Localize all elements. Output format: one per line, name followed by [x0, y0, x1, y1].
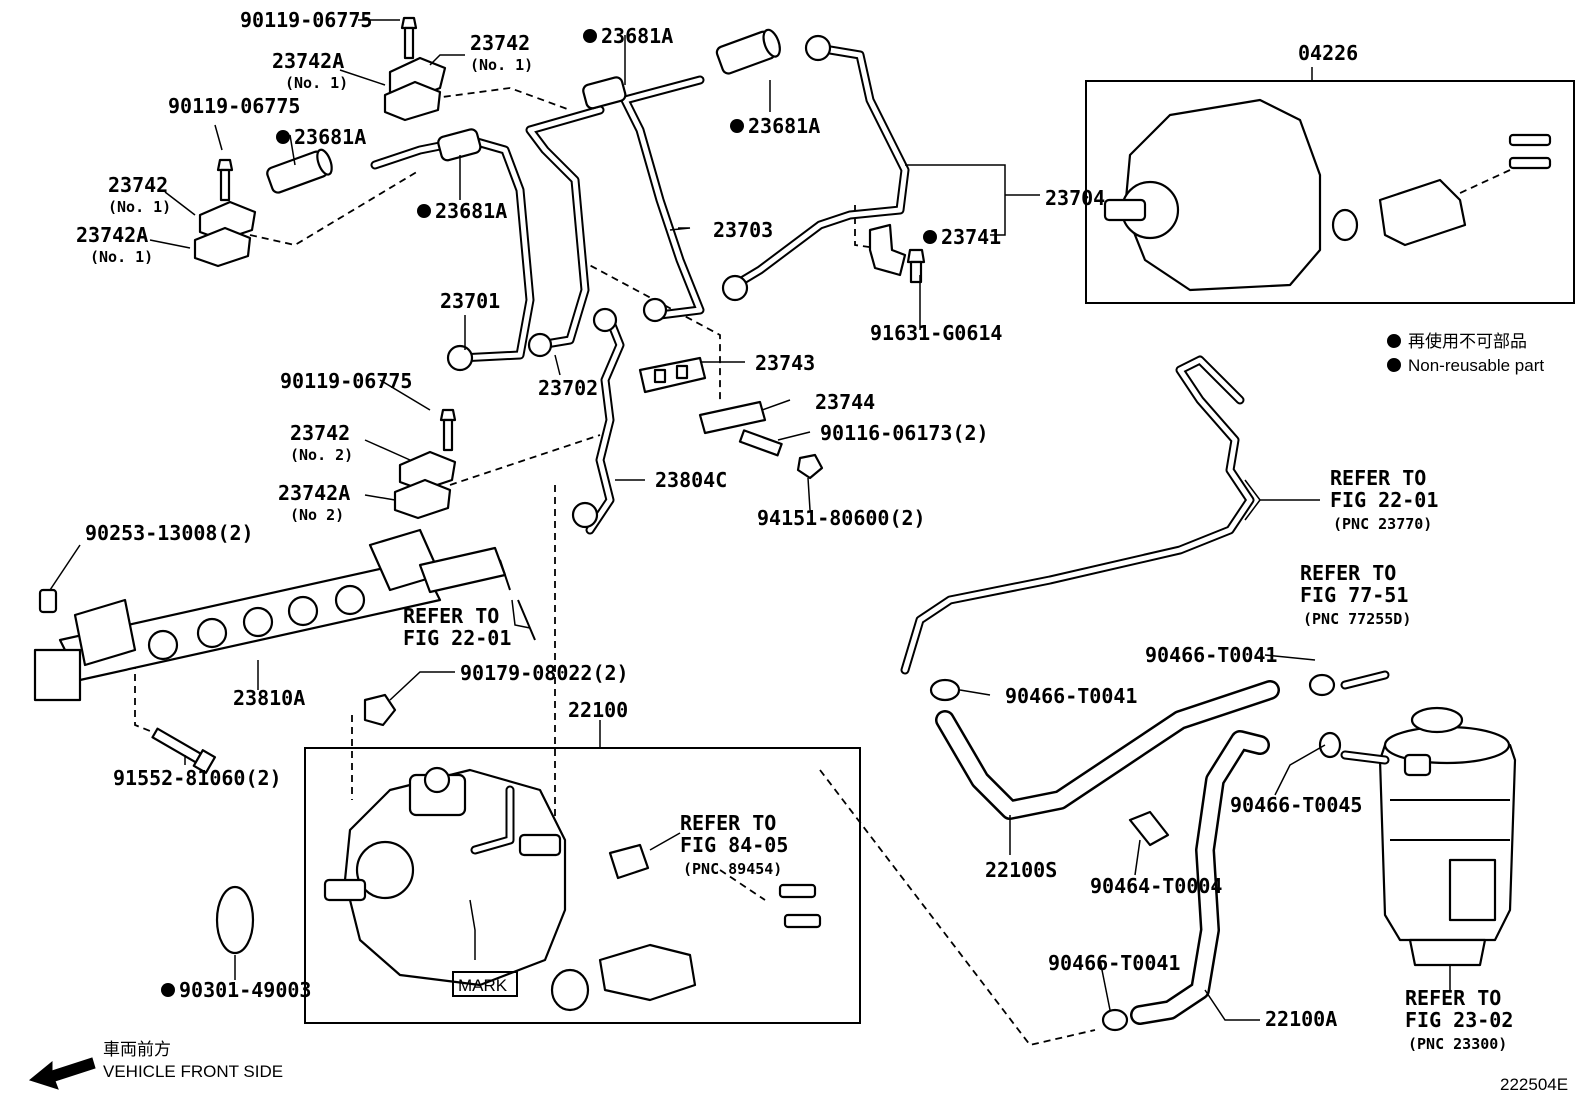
label-23744: 23744 [815, 390, 875, 414]
label-23742-b: 23742 [108, 173, 168, 197]
label-23743: 23743 [755, 351, 815, 375]
label-23741: 23741 [941, 225, 1001, 249]
ref-c-line1: REFER TO [1330, 466, 1426, 490]
ref-e-line1: REFER TO [1405, 986, 1501, 1010]
common-rail-23810A [33, 528, 536, 702]
label-04226: 04226 [1298, 41, 1358, 65]
supply-pump-detail [1103, 98, 1552, 292]
label-23703: 23703 [713, 218, 773, 242]
ref-d-line1: REFER TO [1300, 561, 1396, 585]
label-mark: MARK [458, 976, 508, 995]
pipe-clamps [193, 56, 457, 520]
label-23742-a: 23742 [470, 31, 530, 55]
bolts [38, 16, 926, 774]
vehicle-front-jp: 車両前方 [103, 1040, 171, 1059]
label-90179: 90179-08022(2) [460, 661, 629, 685]
label-23742A-a-sub: (No. 1) [285, 74, 348, 92]
label-90116: 90116-06173(2) [820, 421, 989, 445]
label-23681A-b: 23681A [294, 125, 366, 149]
label-23701: 23701 [440, 289, 500, 313]
label-23681A-a: 23681A [601, 24, 673, 48]
supply-pump-assembly-frame [304, 747, 861, 1024]
label-23810A: 23810A [233, 686, 305, 710]
label-23742A-c-sub: (No 2) [290, 506, 344, 524]
label-90464: 90464-T0004 [1090, 874, 1222, 898]
label-90301: 90301-49003 [179, 978, 311, 1002]
ref-b-line3: (PNC 89454) [683, 860, 782, 878]
label-22100A: 22100A [1265, 1007, 1337, 1031]
fuel-filter [1340, 706, 1517, 967]
label-23804C: 23804C [655, 468, 727, 492]
label-23702: 23702 [538, 376, 598, 400]
ref-e-line2: FIG 23-02 [1405, 1008, 1513, 1032]
legend-non-reusable-en: Non-reusable part [1408, 356, 1544, 375]
ref-c-line3: (PNC 23770) [1333, 515, 1432, 533]
supply-pump-detail-frame [1085, 80, 1575, 304]
label-23742A-b: 23742A [76, 223, 148, 247]
label-91552: 91552-81060(2) [113, 766, 282, 790]
label-23681A-d: 23681A [748, 114, 820, 138]
label-22100: 22100 [568, 698, 628, 722]
ref-d-line3: (PNC 77255D) [1303, 610, 1411, 628]
label-90466-d: 90466-T0041 [1048, 951, 1180, 975]
vehicle-front-arrow-icon [28, 1057, 96, 1090]
label-90119-b: 90119-06775 [168, 94, 300, 118]
label-23704: 23704 [1045, 186, 1105, 210]
vehicle-front-en: VEHICLE FRONT SIDE [103, 1062, 283, 1081]
pipe-blocks [638, 356, 767, 435]
bracket-23741 [868, 223, 907, 277]
ref-a-line2: FIG 22-01 [403, 626, 511, 650]
label-23742A-b-sub: (No. 1) [90, 248, 153, 266]
label-23742A-c: 23742A [278, 481, 350, 505]
label-90466-c: 90466-T0045 [1230, 793, 1362, 817]
o-ring-90301 [215, 885, 255, 955]
label-90466-a: 90466-T0041 [1005, 684, 1137, 708]
label-23742A-a: 23742A [272, 49, 344, 73]
label-94151: 94151-80600(2) [757, 506, 926, 530]
injection-pipes [370, 45, 910, 535]
label-23742-c-sub: (No. 2) [290, 446, 353, 464]
label-23742-c: 23742 [290, 421, 350, 445]
ref-a-line1: REFER TO [403, 604, 499, 628]
label-23681A-c: 23681A [435, 199, 507, 223]
legend-non-reusable-jp: 再使用不可部品 [1408, 331, 1527, 351]
label-23742-b-sub: (No. 1) [108, 198, 171, 216]
label-90119-a: 90119-06775 [240, 8, 372, 32]
ref-c-line2: FIG 22-01 [1330, 488, 1438, 512]
ref-b-line1: REFER TO [680, 811, 776, 835]
label-22100S: 22100S [985, 858, 1057, 882]
label-90466-b: 90466-T0041 [1145, 643, 1277, 667]
figure-id: 222504E [1500, 1075, 1568, 1094]
label-90119-c: 90119-06775 [280, 369, 412, 393]
ref-d-line2: FIG 77-51 [1300, 583, 1408, 607]
label-90253: 90253-13008(2) [85, 521, 254, 545]
pipe-sleeves [266, 28, 832, 529]
ref-e-line3: (PNC 23300) [1408, 1035, 1507, 1053]
supply-pump-22100 [323, 766, 822, 1012]
leader-lines [49, 19, 1451, 1021]
ref-b-line2: FIG 84-05 [680, 833, 788, 857]
fuel-hoses [900, 355, 1390, 1025]
hose-clips [929, 673, 1342, 1032]
label-23742-a-sub: (No. 1) [470, 56, 533, 74]
label-91631: 91631-G0614 [870, 321, 1002, 345]
